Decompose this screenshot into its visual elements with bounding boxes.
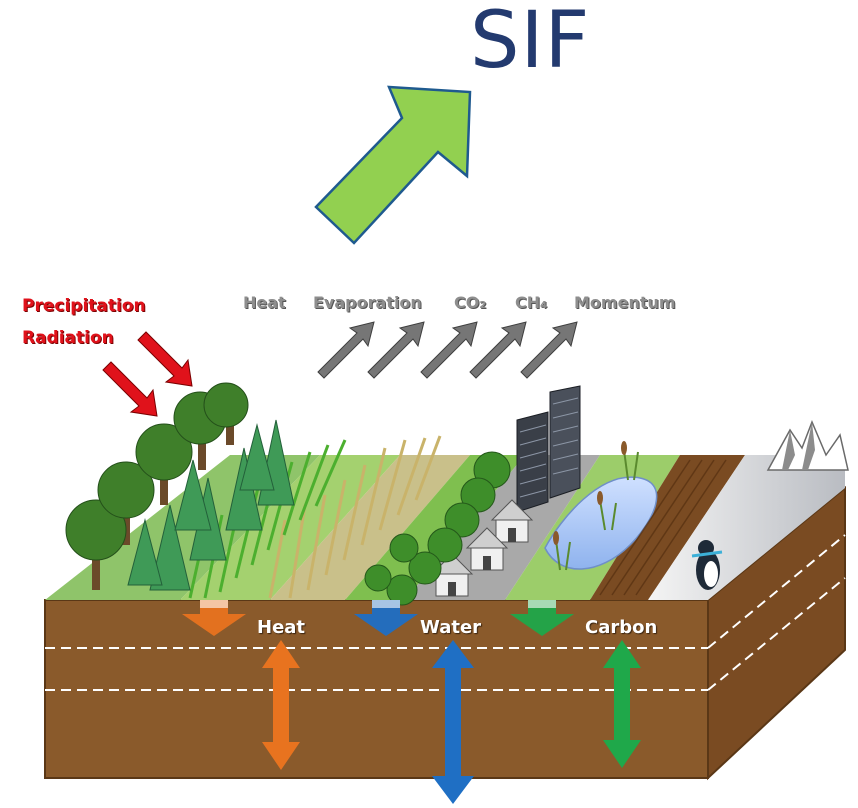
snow-mountains — [766, 419, 849, 471]
input-arrows — [102, 331, 193, 417]
radiation-label: Radiation — [22, 328, 114, 348]
wetland-pond — [544, 441, 658, 571]
wheat-crop — [268, 435, 442, 599]
soil-block — [44, 485, 846, 781]
shrubs — [364, 451, 511, 606]
surface-down-arrows — [182, 600, 574, 636]
soil-heat-label: Heat — [257, 617, 306, 638]
plowed-field — [599, 459, 727, 596]
carbon-soil-arrow — [603, 640, 641, 768]
soil-carbon-label: Carbon — [585, 617, 658, 638]
flux-arrows — [317, 321, 578, 379]
flux-ch4-sub: 4 — [540, 300, 548, 311]
flux-evaporation-label: Evaporation — [313, 293, 422, 312]
water-soil-arrow — [432, 640, 474, 804]
flux-co2-text: CO — [454, 293, 480, 312]
sif-title: SIF — [470, 0, 591, 86]
sif-arrow — [314, 85, 472, 245]
heat-soil-arrow — [262, 640, 300, 770]
conifer-trees — [127, 419, 295, 591]
flux-ch4-text: CH — [515, 293, 541, 312]
deciduous-trees — [65, 382, 249, 590]
skyscrapers — [516, 385, 581, 513]
flux-heat-label: Heat — [243, 293, 286, 312]
flux-momentum-label: Momentum — [574, 293, 676, 312]
soil-water-label: Water — [420, 617, 482, 638]
penguin — [691, 540, 723, 590]
precipitation-label: Precipitation — [22, 296, 146, 316]
flux-co2-sub: 2 — [479, 300, 487, 311]
houses — [430, 499, 534, 597]
